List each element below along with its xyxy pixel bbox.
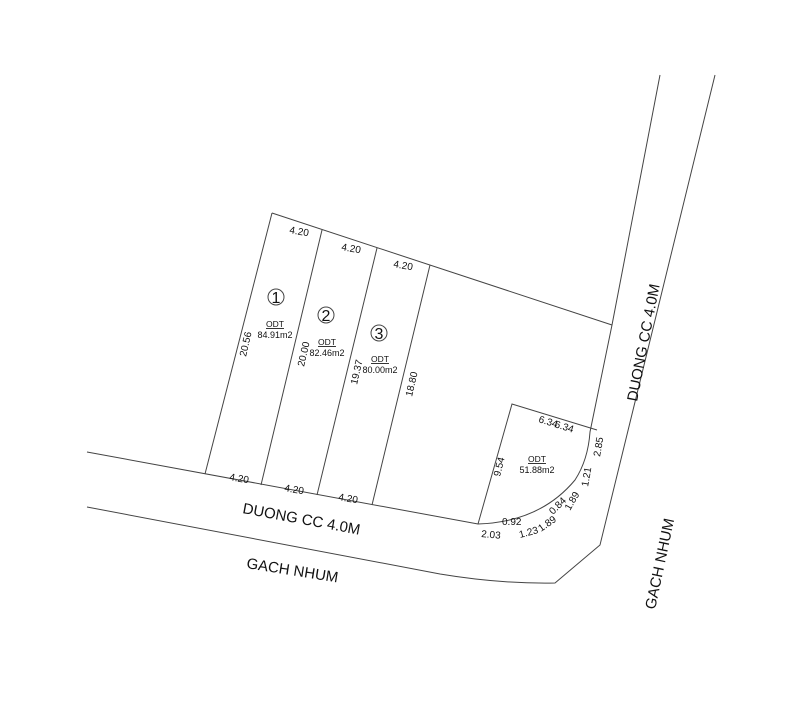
lot-2-3-boundary xyxy=(316,247,378,496)
lot-1-2-boundary xyxy=(260,229,323,486)
corner-lot-bottom-dim: 2.03 xyxy=(481,529,502,542)
corner-lot-area: 51.88m2 xyxy=(519,465,554,475)
lot-1-left-boundary xyxy=(204,212,273,475)
lot-1-number: 1 xyxy=(272,290,281,307)
corner-lot-arc-dim-2: 1.23 xyxy=(518,525,540,541)
lot-2-area: 82.46m2 xyxy=(309,348,344,358)
road-label-gach-nhum-right: GACH NHUM xyxy=(642,517,678,611)
corner-lot-right-dim: 2.85 xyxy=(592,436,606,458)
lot-1-number-circle xyxy=(267,288,285,306)
lots-top-boundary xyxy=(271,212,613,326)
corner-lot-arc-dim-6: 1.21 xyxy=(580,466,594,488)
lot-1-bottom-dim: 4.20 xyxy=(228,472,250,486)
corner-lot-top-dim-2: 6.34 xyxy=(553,419,575,435)
road-label-duong-cc-bottom: DUONG CC 4.0M xyxy=(241,500,361,538)
lot-1-top-dim: 4.20 xyxy=(288,225,310,239)
corner-lot-left-dim: 9.54 xyxy=(492,456,507,478)
lot-3-number: 3 xyxy=(375,326,384,343)
corner-lot-arc-dim-5: 1.89 xyxy=(563,490,582,513)
lot-3-top-dim: 4.20 xyxy=(392,259,414,273)
lot-1-use: ODT xyxy=(266,319,284,329)
road-inner-boundary xyxy=(86,74,661,525)
lot-3-number-circle xyxy=(370,324,388,342)
lot-1-area: 84.91m2 xyxy=(257,330,292,340)
lot-2-bottom-dim: 4.20 xyxy=(283,483,305,497)
lot-3-right-boundary xyxy=(371,264,431,506)
lot-3-bottom-dim: 4.20 xyxy=(337,492,359,506)
road-label-duong-cc-right: DUONG CC 4.0M xyxy=(624,283,663,403)
lot-2-use: ODT xyxy=(318,337,336,347)
lot-3-area: 80.00m2 xyxy=(362,365,397,375)
lot-2-number-circle xyxy=(317,306,335,324)
corner-lot-boundary xyxy=(477,403,598,525)
corner-lot-use: ODT xyxy=(528,454,546,464)
lot-2-top-dim: 4.20 xyxy=(340,242,362,256)
corner-lot-arc-dim-3: 1.89 xyxy=(536,514,559,534)
corner-lot-arc-dim-1: 0.92 xyxy=(502,517,522,528)
lot-2-number: 2 xyxy=(322,308,331,325)
lot-3-right-side-dim: 18.80 xyxy=(404,370,420,397)
road-outer-boundary xyxy=(86,74,716,584)
lot-3-use: ODT xyxy=(371,354,389,364)
road-label-gach-nhum-bottom: GACH NHUM xyxy=(245,555,339,586)
